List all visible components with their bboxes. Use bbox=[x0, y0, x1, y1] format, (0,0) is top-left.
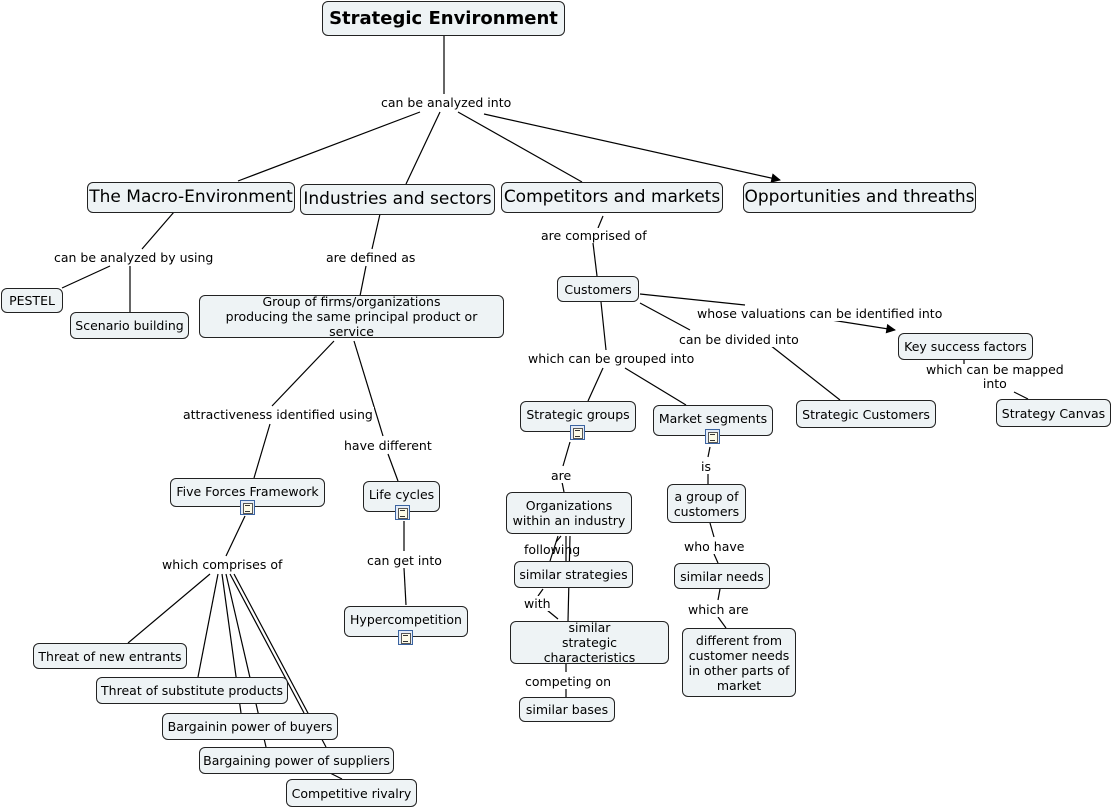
link-label: with bbox=[523, 596, 552, 611]
node-pestel[interactable]: PESTEL bbox=[1, 288, 63, 313]
node-strategic-groups[interactable]: Strategic groups bbox=[520, 401, 636, 432]
document-icon[interactable] bbox=[398, 630, 413, 645]
link-label: can be divided into bbox=[678, 332, 800, 347]
link-label: which are bbox=[687, 602, 750, 617]
node-customers[interactable]: Customers bbox=[557, 276, 639, 302]
node-threat-new-entrants[interactable]: Threat of new entrants bbox=[33, 643, 187, 669]
node-key-success-factors[interactable]: Key success factors bbox=[898, 333, 1033, 360]
node-opportunities-threaths[interactable]: Opportunities and threaths bbox=[743, 182, 976, 213]
node-different-needs[interactable]: different from customer needs in other p… bbox=[682, 628, 796, 697]
link-label: can be analyzed into bbox=[380, 95, 513, 110]
node-macro-environment[interactable]: The Macro-Environment bbox=[87, 182, 295, 213]
node-scenario-building[interactable]: Scenario building bbox=[70, 312, 189, 339]
node-similar-needs[interactable]: similar needs bbox=[674, 563, 770, 589]
link-label: are comprised of bbox=[540, 228, 648, 243]
link-label: which can be grouped into bbox=[527, 351, 696, 366]
link-label: can get into bbox=[366, 553, 443, 568]
link-label: who have bbox=[683, 539, 746, 554]
node-similar-bases[interactable]: similar bases bbox=[519, 697, 615, 722]
node-strategic-customers[interactable]: Strategic Customers bbox=[796, 400, 936, 428]
node-five-forces[interactable]: Five Forces Framework bbox=[170, 478, 325, 507]
link-label: is bbox=[700, 459, 712, 474]
node-strategic-environment[interactable]: Strategic Environment bbox=[322, 1, 565, 36]
document-icon[interactable] bbox=[705, 429, 720, 444]
link-label: following bbox=[524, 542, 581, 557]
node-similar-characteristics[interactable]: similar strategic characteristics bbox=[510, 620, 669, 665]
node-bargain-buyers[interactable]: Bargainin power of buyers bbox=[162, 713, 338, 740]
link-label: which can be mapped into bbox=[926, 362, 1064, 391]
node-orgs-within-industry[interactable]: Organizations within an industry bbox=[506, 492, 632, 534]
link-label: are bbox=[550, 468, 573, 483]
node-competitors-markets[interactable]: Competitors and markets bbox=[501, 182, 723, 213]
link-label: are defined as bbox=[325, 250, 417, 265]
node-bargain-suppliers[interactable]: Bargaining power of suppliers bbox=[199, 747, 394, 774]
link-label: have different bbox=[343, 438, 433, 453]
link-label: attractiveness identified using bbox=[182, 407, 374, 422]
document-icon[interactable] bbox=[240, 500, 255, 515]
node-similar-strategies[interactable]: similar strategies bbox=[514, 561, 633, 588]
node-group-of-firms[interactable]: Group of firms/organizations producing t… bbox=[199, 294, 504, 339]
link-label: which comprises of bbox=[161, 557, 284, 572]
node-threat-substitute[interactable]: Threat of substitute products bbox=[96, 677, 288, 704]
link-label: whose valuations can be identified into bbox=[696, 306, 944, 321]
document-icon[interactable] bbox=[570, 425, 585, 440]
node-competitive-rivalry[interactable]: Competitive rivalry bbox=[286, 779, 417, 807]
node-group-of-customers[interactable]: a group of customers bbox=[667, 484, 746, 523]
link-label: can be analyzed by using bbox=[53, 250, 215, 265]
link-label: competing on bbox=[524, 674, 613, 689]
document-icon[interactable] bbox=[395, 505, 410, 520]
node-strategy-canvas[interactable]: Strategy Canvas bbox=[996, 399, 1111, 427]
node-industries-sectors[interactable]: Industries and sectors bbox=[300, 184, 495, 215]
